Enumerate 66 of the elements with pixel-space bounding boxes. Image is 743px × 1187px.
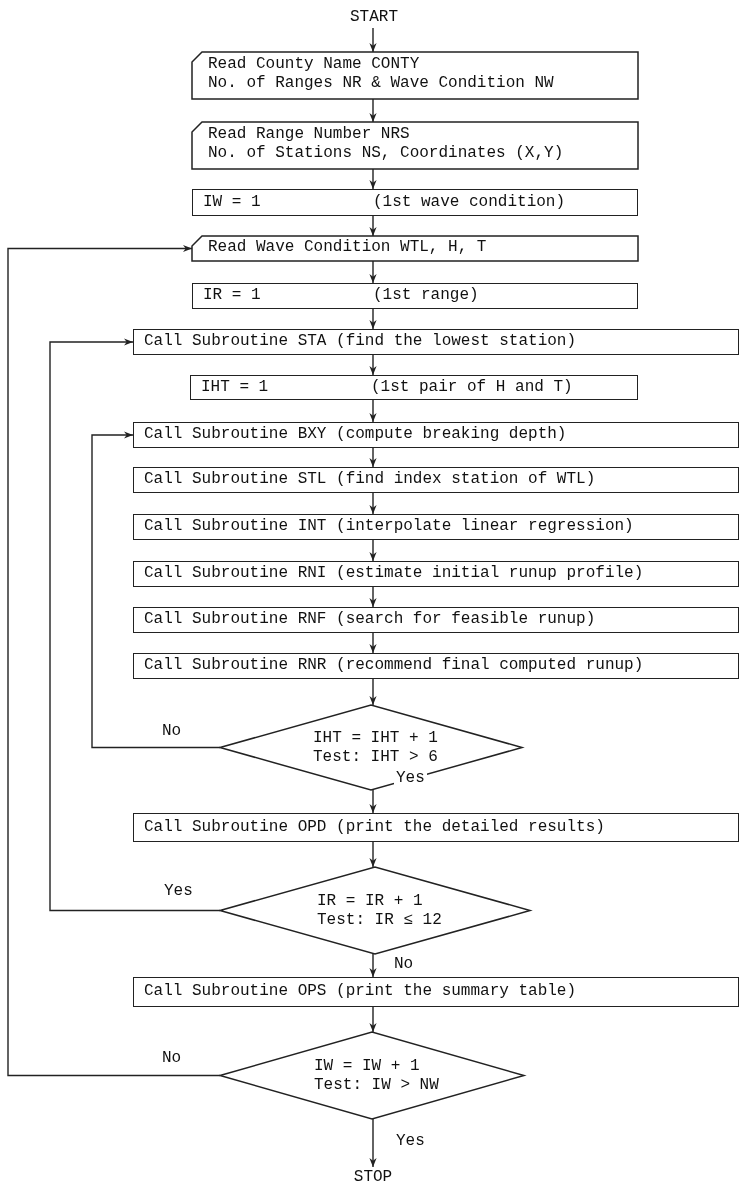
arrow [369,1118,377,1168]
arrow [369,539,377,562]
input-box [192,236,638,261]
terminal-label: START [343,6,405,28]
decision-diamond [220,1032,524,1119]
process-box [133,653,739,679]
node-text: Call Subroutine STL (find index station of WTL) [144,470,596,489]
process-box [133,561,739,587]
node-text: Call Subroutine RNR (recommend final computed runup) [144,656,644,675]
node-text: Read County Name CONTY [208,55,420,74]
arrow [369,492,377,515]
arrow [369,354,377,376]
node-text: IW = 1 [203,192,261,212]
process-box [133,977,739,1007]
terminal-label: STOP [345,1167,401,1187]
arrow [369,1006,377,1033]
node-text: IHT = IHT + 1 [313,728,438,748]
arrow [369,447,377,468]
node-text: Test: IHT > 6 [313,747,438,767]
arrow [369,953,377,978]
arrow [369,678,377,706]
node-text: IR = IR + 1 [317,891,423,911]
arrow [369,586,377,608]
node-text: Call Subroutine BXY (compute breaking depth) [144,425,567,444]
arrow [369,168,377,190]
process-box [133,813,739,842]
node-text: Call Subroutine STA (find the lowest station) [144,332,577,351]
arrow [369,632,377,654]
process-box [190,375,638,400]
process-box [192,283,638,309]
node-text: Call Subroutine INT (interpolate linear regression) [144,517,634,536]
decision-diamond [220,705,522,790]
node-text: Call Subroutine OPS (print the summary table) [144,982,577,1001]
node-text: IR = 1 [203,286,261,305]
edge-label: Yes [394,769,427,788]
node-text: (1st wave condition) [373,192,566,212]
node-text: No. of Stations NS, Coordinates (X,Y) [208,144,564,163]
process-box [133,467,739,493]
node-text: Test: IW > NW [314,1075,439,1095]
node-text: IHT = 1 [201,377,269,397]
decision-diamond [220,867,530,954]
node-text: Read Wave Condition WTL, H, T [208,237,487,257]
node-text: (1st range) [373,286,479,305]
input-box [192,52,638,99]
node-text: Test: IR ≤ 12 [317,910,442,930]
arrow [369,260,377,284]
node-text: Call Subroutine RNF (search for feasible runup) [144,610,596,629]
arrow [369,27,377,53]
node-text: Call Subroutine OPD (print the detailed results) [144,817,605,837]
arrow [369,789,377,814]
arrow [369,98,377,123]
arrow [369,215,377,237]
process-box [133,514,739,540]
arrow [369,399,377,423]
process-box [133,329,739,355]
process-box [192,189,638,216]
arrow [369,841,377,868]
input-box [192,122,638,169]
arrow [369,308,377,330]
process-box [133,422,739,448]
node-text: Read Range Number NRS [208,125,410,144]
node-text: Call Subroutine RNI (estimate initial runup profile) [144,564,644,583]
process-box [133,607,739,633]
node-text: (1st pair of H and T) [371,377,573,397]
node-text: No. of Ranges NR & Wave Condition NW [208,74,554,93]
node-text: IW = IW + 1 [314,1056,420,1076]
